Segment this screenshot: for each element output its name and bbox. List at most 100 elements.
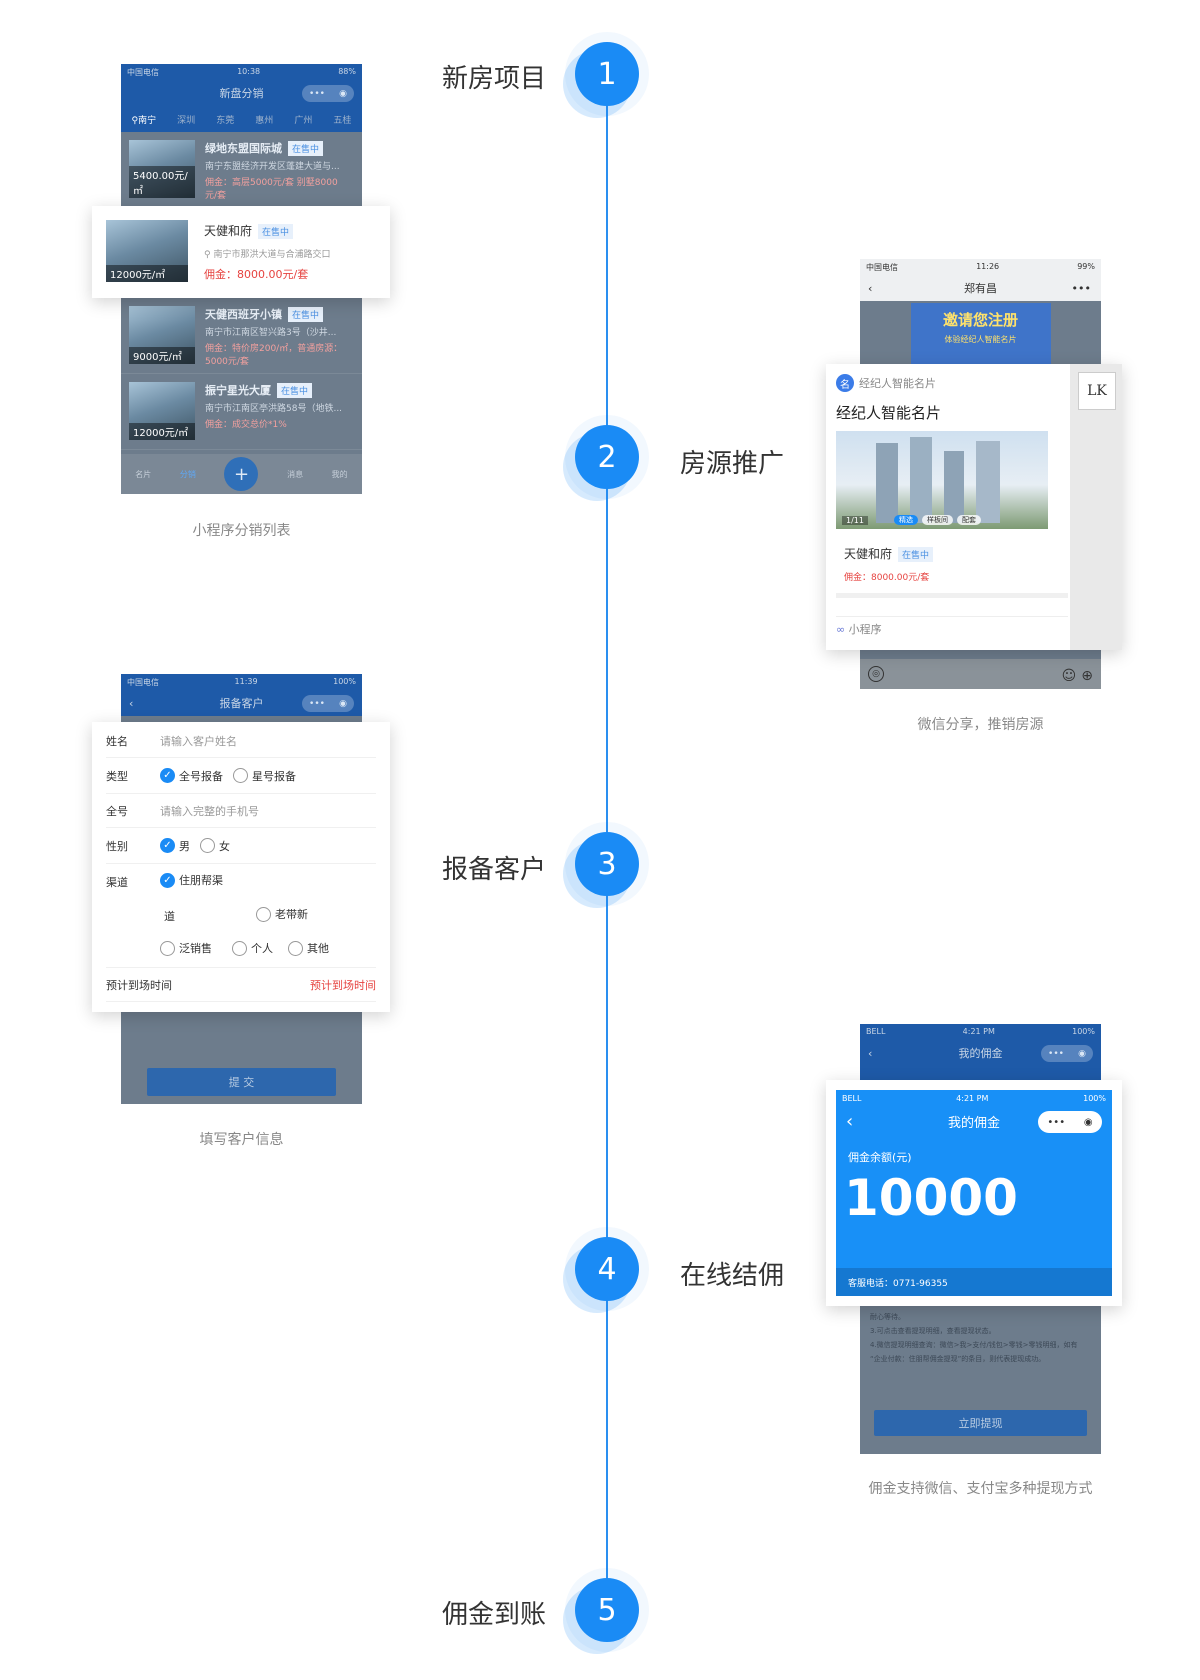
note-line: “企业付款：住朋帮佣金提现”的条目，则代表提现成功。 [870,1355,1046,1363]
check-icon: ✓ [160,872,175,888]
more-icon[interactable]: ••• [1071,281,1091,295]
city-tab[interactable]: 深圳 [177,115,196,126]
nav-title: 新盘分销 [219,87,264,100]
project-image: 12000元/㎡ [129,382,195,440]
step-5-badge: 5 [575,1578,639,1642]
nav-title: 报备客户 [219,697,264,710]
nav-bar: ‹ 报备客户 •••◉ [121,690,362,716]
radio-male[interactable]: ✓男 [160,838,190,854]
list-item[interactable]: 12000元/㎡ 振宁星光大厦在售中 南宁市江南区亭洪路58号（地铁... 佣金… [121,374,362,450]
radio-channel-referral[interactable]: 老带新 [256,906,308,922]
check-icon: ✓ [160,838,175,853]
radio-channel-other[interactable]: 其他 [288,940,329,956]
step-2-badge: 2 [575,425,639,489]
capsule-menu[interactable]: •••◉ [302,695,354,712]
nav-title: 我的佣金 [958,1047,1003,1060]
arrival-time-picker[interactable]: 预计到场时间 [310,978,376,992]
city-tab[interactable]: 惠州 [255,115,274,126]
step-4-title: 在线结佣 [680,1261,785,1291]
add-button[interactable]: + [224,457,259,491]
arrival-time-row: 预计到场时间 预计到场时间 [106,968,376,1002]
project-image: 5400.00元/㎡ [129,140,195,198]
caption-report: 填写客户信息 [199,1132,284,1148]
step-1-badge: 1 [575,42,639,106]
nav-bar: ‹ 我的佣金 •••◉ [836,1107,1112,1135]
step-3-title: 报备客户 [442,855,547,885]
nav-title: 我的佣金 [947,1115,1000,1131]
project-address: 南宁市那洪大道与合浦路交口 [213,250,331,260]
voice-icon[interactable]: ◎ [868,666,884,682]
step-3-badge: 3 [575,832,639,896]
project-name: 天健和府 [204,224,253,238]
step-2-title: 房源推广 [680,449,785,479]
submit-button[interactable]: 提 交 [147,1068,336,1096]
radio-female[interactable]: 女 [200,838,230,854]
tab-messages[interactable]: 消息 [287,469,304,479]
list-item[interactable]: 5400.00元/㎡ 绿地东盟国际城在售中 南宁东盟经济开发区蓬建大道与... … [121,132,362,208]
caption-list: 小程序分销列表 [192,523,291,539]
back-icon[interactable]: ‹ [868,281,873,295]
project-image: 12000元/㎡ [106,220,188,282]
emoji-icon[interactable]: ☺ [1061,667,1077,684]
city-tab[interactable]: 广州 [294,115,313,126]
tab-mine[interactable]: 我的 [331,469,348,479]
back-icon[interactable]: ‹ [846,1110,854,1132]
image-pager: 1/11 [842,516,868,525]
mini-program-share-card[interactable]: LK 名 经纪人智能名片 经纪人智能名片 1/11 精选 样板间 配套 天健 [826,364,1122,650]
radio-channel-general[interactable]: 泛销售 [160,940,212,956]
tab-card[interactable]: 名片 [135,469,152,479]
image-tag[interactable]: 样板间 [922,515,953,525]
image-tag[interactable]: 配套 [957,515,981,525]
back-icon[interactable]: ‹ [868,1046,873,1060]
card-title: 经纪人智能名片 [836,404,942,422]
caption-commission: 佣金支持微信、支付宝多种提现方式 [868,1481,1093,1497]
city-tab[interactable]: ⚲南宁 [131,115,157,126]
mini-program-label: 小程序 [848,623,882,636]
list-item[interactable]: 9000元/㎡ 天健西班牙小镇在售中 南宁市江南区智兴路3号（沙井... 佣金：… [121,298,362,374]
radio-channel-zpb[interactable]: ✓住朋帮渠 [160,872,223,888]
capsule-menu[interactable]: •••◉ [1038,1111,1102,1133]
nav-bar: ‹ 郑有昌 ••• [860,275,1101,301]
check-icon: ✓ [160,768,175,783]
service-phone[interactable]: 客服电话：0771-96355 [836,1268,1112,1296]
tab-distribution[interactable]: 分销 [179,469,196,479]
back-icon[interactable]: ‹ [129,696,134,710]
chat-title: 郑有昌 [964,282,997,295]
radio-star-report[interactable]: 星号报备 [233,768,296,784]
name-input[interactable]: 请输入客户姓名 [160,734,237,748]
plus-icon[interactable]: ⊕ [1081,667,1093,684]
phone-row: 全号 请输入完整的手机号 [106,794,376,828]
radio-channel-personal[interactable]: 个人 [232,940,273,956]
nav-bar: 新盘分销 •••◉ [121,80,362,106]
highlighted-project-card[interactable]: 12000元/㎡ 天健和府在售中 ⚲ 南宁市那洪大道与合浦路交口 佣金：8000… [92,206,390,298]
capsule-menu[interactable]: •••◉ [302,85,354,102]
city-tab[interactable]: 五桂 [333,115,352,126]
image-tag[interactable]: 精选 [894,515,918,525]
city-tab[interactable]: 东莞 [216,115,235,126]
project-image: 9000元/㎡ [129,306,195,364]
close-circle-icon[interactable]: ◉ [1083,1116,1093,1128]
chat-side-area [1070,364,1122,650]
type-row: 类型 ✓全号报备 星号报备 [106,758,376,794]
radio-full-report[interactable]: ✓全号报备 [160,768,223,784]
name-label: 姓名 [106,734,128,748]
avatar[interactable]: LK [1078,372,1116,410]
phone-input[interactable]: 请输入完整的手机号 [160,804,259,818]
step-4-badge: 4 [575,1237,639,1301]
type-label: 类型 [106,769,128,783]
location-pin-icon: ⚲ [204,250,214,260]
app-name: 经纪人智能名片 [859,377,936,390]
capsule-menu[interactable]: •••◉ [1041,1045,1093,1062]
note-line: 4.微信提现明细查询：微信>我>支付/钱包>零钱>零钱明细，如有 [870,1341,1078,1349]
close-circle-icon[interactable]: ◉ [339,698,347,709]
status-badge: 在售中 [898,547,934,562]
arrival-time-label: 预计到场时间 [106,978,172,992]
caption-share: 微信分享，推销房源 [917,717,1044,733]
withdraw-button[interactable]: 立即提现 [874,1410,1087,1436]
close-circle-icon[interactable]: ◉ [339,88,347,99]
close-circle-icon[interactable]: ◉ [1078,1048,1086,1059]
